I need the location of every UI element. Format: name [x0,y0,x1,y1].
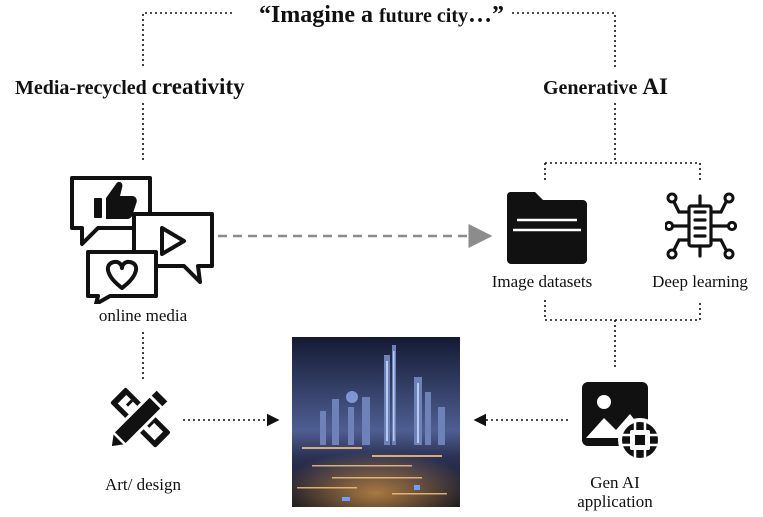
social-media-bubbles-icon [70,176,214,304]
right-heading: Generative AI [543,74,668,99]
gen-ai-label: Gen AI application [550,473,680,511]
connector-right-heading-split [544,103,701,180]
folder-icon [507,192,587,264]
connector-title-left [142,12,232,68]
image-chip-icon [582,382,662,462]
left-heading: Media-recycled creativity [15,74,245,99]
deep-learning-label: Deep learning [652,272,748,291]
gen-ai-label-line1: Gen AI [590,473,640,492]
pencil-ruler-icon [109,386,172,449]
gen-ai-label-line2: application [577,491,653,511]
connector-join-genai [544,300,701,370]
diagram-title: “Imagine a future city…” [258,2,505,28]
image-datasets-label: Image datasets [491,272,593,291]
online-media-label: online media [98,306,188,325]
neural-network-icon [665,192,737,260]
art-design-label: Art/ design [104,475,182,494]
futuristic-city-image [292,337,460,507]
